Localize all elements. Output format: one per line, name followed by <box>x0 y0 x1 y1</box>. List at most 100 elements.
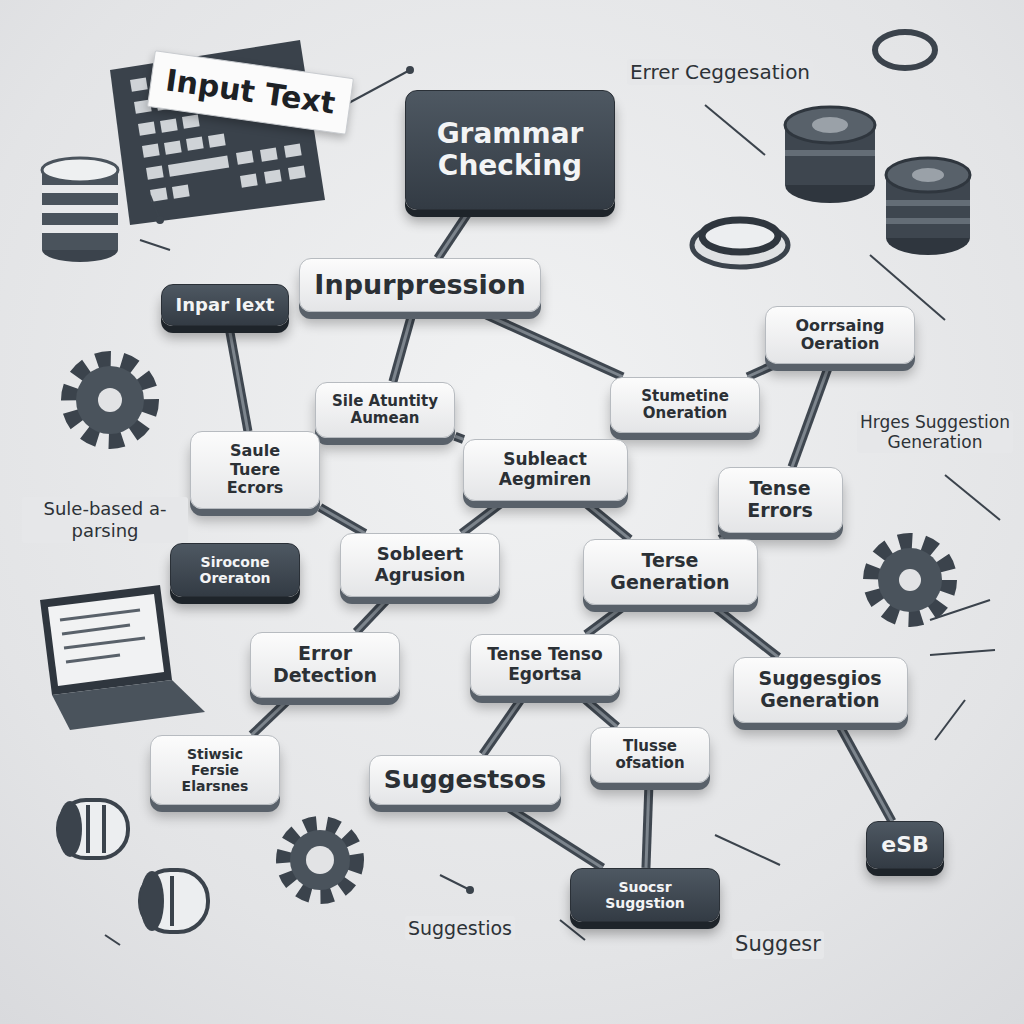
cylinder-icon <box>785 107 875 203</box>
box-label: Grammar Checking <box>420 118 600 182</box>
process-box: Tense Errors <box>718 467 843 533</box>
connector <box>320 507 365 533</box>
connector-bar <box>483 696 524 755</box>
annotation-label: Hrges Suggestion Generation <box>857 411 1013 454</box>
connector-highlight <box>393 312 413 382</box>
box-label: Stiwsic Fersie Elarsnes <box>165 746 265 794</box>
dark-process-box: Inpar Iext <box>161 284 290 327</box>
connector <box>438 210 470 258</box>
gear-icon <box>284 824 356 896</box>
process-box: Inpurpression <box>299 258 540 311</box>
connector-bar <box>748 364 775 376</box>
connector <box>748 364 775 376</box>
connector-bar <box>455 436 464 439</box>
connector <box>505 805 603 868</box>
connector-bar <box>438 210 470 258</box>
connector-highlight <box>252 698 291 735</box>
connector <box>582 501 629 540</box>
connector-bar <box>252 698 291 735</box>
connector-highlight <box>748 364 775 376</box>
process-box: Sile Atuntity Aumean <box>315 382 455 439</box>
box-label: Oorrsaing Oeration <box>780 317 900 354</box>
connector-highlight <box>586 605 626 635</box>
dark-process-box: Suocsr Suggstion <box>570 868 720 922</box>
box-label: Sirocone Oreraton <box>185 554 285 586</box>
box-label: Tense Errors <box>733 478 828 522</box>
process-box: Subleact Aegmiren <box>463 439 628 500</box>
gear-icon <box>872 542 948 618</box>
connector-bar <box>792 364 829 467</box>
box-label: Terse Generation <box>598 550 743 594</box>
connector-bar <box>838 723 892 822</box>
connector <box>838 723 892 822</box>
process-box: Suggesgios Generation <box>733 657 908 723</box>
connector-highlight <box>438 210 470 258</box>
connector-highlight <box>356 597 390 632</box>
leader-lines <box>105 67 1000 945</box>
connector-bar <box>581 696 617 727</box>
connector-bar <box>582 501 629 540</box>
connector-highlight <box>792 364 829 467</box>
connector-bar <box>229 326 248 431</box>
connector-bar <box>320 507 365 533</box>
box-label: eSB <box>881 832 929 857</box>
connector-bar <box>393 312 413 382</box>
connector <box>483 696 524 755</box>
connector <box>393 312 413 382</box>
connector-highlight <box>320 507 365 533</box>
connector <box>356 597 390 632</box>
connector-highlight <box>581 696 617 727</box>
connector <box>712 605 778 657</box>
box-label: Sile Atuntity Aumean <box>330 393 440 428</box>
connector-bar <box>712 605 778 657</box>
connector <box>792 364 829 467</box>
process-box: Saule Tuere Ecrors <box>190 431 320 508</box>
box-label: Tense Tenso Egortsa <box>485 645 605 684</box>
dark-process-box: eSB <box>866 821 944 868</box>
connector-bar <box>356 597 390 632</box>
connector-highlight <box>582 501 629 540</box>
connector-highlight <box>455 436 464 439</box>
connector-bar <box>646 783 649 868</box>
connector <box>462 501 505 534</box>
box-label: Error Detection <box>265 643 385 687</box>
box-label: Stumetine Oneration <box>625 388 745 423</box>
connector-highlight <box>838 723 892 822</box>
process-box: Error Detection <box>250 632 400 698</box>
connector-bar <box>505 805 603 868</box>
box-label: Input Text <box>163 63 337 121</box>
roll-icon <box>140 870 208 932</box>
connector-highlight <box>646 783 649 868</box>
box-label: Suocsr Suggstion <box>585 879 705 911</box>
process-box: Stiwsic Fersie Elarsnes <box>150 735 280 805</box>
process-box: Sobleert Agrusion <box>340 533 500 596</box>
connector <box>252 698 291 735</box>
box-label: Inpurpression <box>314 269 525 300</box>
connector <box>586 605 626 635</box>
box-label: Tlusse ofsation <box>605 738 695 773</box>
process-box: Terse Generation <box>583 539 758 605</box>
ring-icon <box>875 32 935 68</box>
connector <box>229 326 248 431</box>
box-label: Subleact Aegmiren <box>478 450 613 489</box>
box-label: Saule Tuere Ecrors <box>205 442 305 497</box>
box-label: Suggestsos <box>384 766 546 795</box>
laptop-icon <box>40 585 205 730</box>
connector-highlight <box>462 501 505 534</box>
connector-highlight <box>483 696 524 755</box>
disk-stack <box>42 158 118 262</box>
annotation-label: Suggestios <box>405 916 515 941</box>
connector-bar <box>586 605 626 635</box>
connector-highlight <box>505 805 603 868</box>
connector-bar <box>462 501 505 534</box>
connector <box>455 436 464 439</box>
process-box: Tense Tenso Egortsa <box>470 634 620 695</box>
connector-highlight <box>229 326 248 431</box>
box-label: Sobleert Agrusion <box>355 544 485 585</box>
process-box: Oorrsaing Oeration <box>765 306 915 365</box>
cylinder-icon <box>886 158 970 255</box>
box-label: Inpar Iext <box>176 295 275 316</box>
roll-icon <box>58 800 128 858</box>
ring-icon <box>692 220 788 267</box>
annotation-label: Errer Ceggesation <box>627 59 813 85</box>
